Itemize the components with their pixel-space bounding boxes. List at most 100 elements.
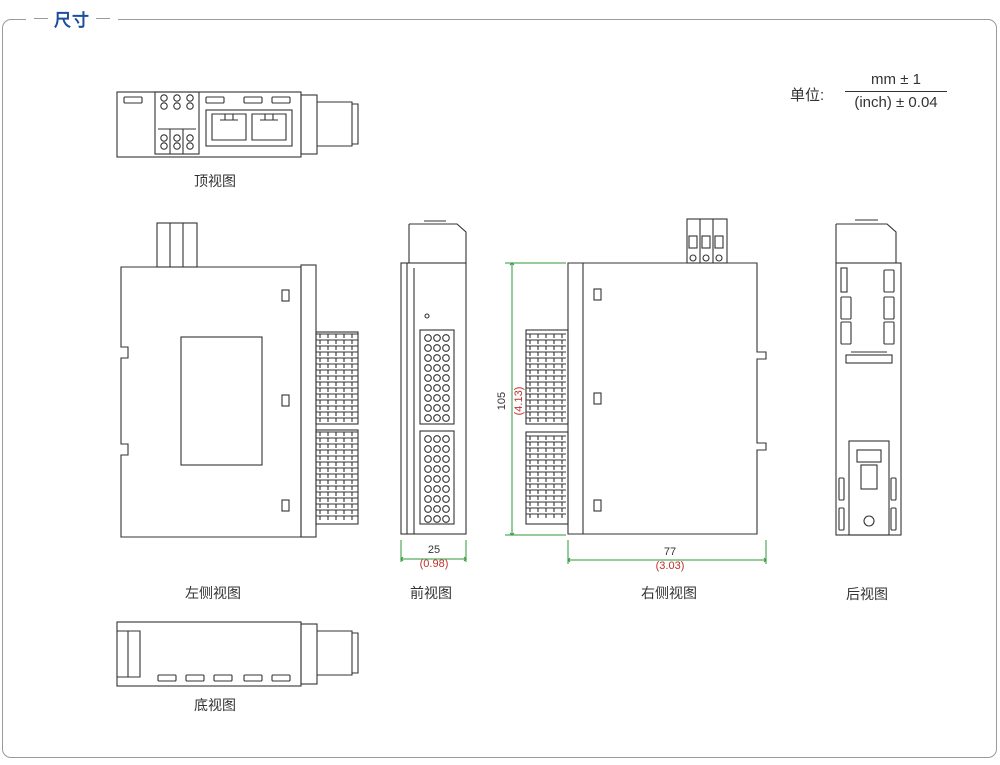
vent-slot <box>157 674 177 682</box>
connector-pin <box>442 505 450 513</box>
top-view-body <box>116 91 302 158</box>
terminal-screws <box>688 235 724 262</box>
bottom-view-latch <box>117 630 141 678</box>
rj45-port-2 <box>251 113 287 141</box>
heat-fin <box>316 333 358 338</box>
terminal-screw <box>160 94 168 102</box>
bottom-view-clip <box>317 630 359 676</box>
clip-spring <box>860 464 878 490</box>
back-view <box>835 219 902 536</box>
connector-pin <box>424 414 432 422</box>
vent-slot <box>243 96 263 104</box>
unit-denominator: (inch) ± 0.04 <box>854 94 938 111</box>
heat-fin <box>316 515 358 520</box>
fin-block <box>315 331 359 425</box>
connector-pin <box>442 374 450 382</box>
vent-slot <box>883 296 895 320</box>
heat-fin <box>526 471 566 476</box>
terminal-screws <box>158 94 196 154</box>
led-indicator <box>424 313 430 319</box>
vent-slot <box>243 674 263 682</box>
heat-fin <box>316 375 358 380</box>
vent-slot <box>840 267 848 293</box>
connector-pin <box>442 435 450 443</box>
vent-slot <box>123 96 143 104</box>
heat-fin <box>526 495 566 500</box>
heat-fin <box>526 381 566 386</box>
fin-block <box>315 429 359 525</box>
heat-fin <box>316 339 358 344</box>
top-view <box>116 91 359 158</box>
connector-pin <box>424 404 432 412</box>
heat-fin <box>316 443 358 448</box>
right-view-label: 右侧视图 <box>641 585 697 601</box>
connector-pin <box>433 414 441 422</box>
connector-pin <box>433 344 441 352</box>
connector-pin <box>433 475 441 483</box>
front-view-edge <box>406 263 415 534</box>
heat-fin <box>316 431 358 436</box>
rj45-housing <box>205 109 293 147</box>
header-divider <box>96 17 110 19</box>
left-view-body <box>120 266 302 538</box>
heat-fin <box>316 393 358 398</box>
connector-pin <box>424 515 432 523</box>
heat-fin <box>526 393 566 398</box>
connector-pin <box>433 515 441 523</box>
clip-slot <box>890 507 897 531</box>
fin-block <box>525 431 569 525</box>
section-header: 尺寸 <box>26 6 118 30</box>
vent-slot <box>271 96 291 104</box>
heat-fin <box>526 435 566 440</box>
terminal-socket <box>688 235 698 249</box>
right-view-body <box>567 262 767 535</box>
rj45-port-1 <box>211 113 247 141</box>
heat-fin <box>526 483 566 488</box>
connector-pin <box>424 394 432 402</box>
front-connector-upper <box>419 329 455 425</box>
right-view-terminal <box>686 218 728 264</box>
heat-fin <box>316 455 358 460</box>
heat-fin <box>526 333 566 338</box>
connector-pin <box>433 334 441 342</box>
depth-inch: (3.03) <box>655 560 685 572</box>
connector-pin <box>433 384 441 392</box>
terminal-divider <box>158 128 196 154</box>
connector-pin <box>442 414 450 422</box>
heat-fin <box>316 449 358 454</box>
connector-pin <box>442 465 450 473</box>
heat-fin <box>316 369 358 374</box>
connector-pin <box>424 354 432 362</box>
connector-pin <box>433 485 441 493</box>
heat-fin <box>526 363 566 368</box>
connector-pin <box>433 374 441 382</box>
clip-release-tab <box>856 449 882 463</box>
terminal-screw <box>160 142 168 150</box>
connector-pin <box>424 505 432 513</box>
terminal-screw <box>173 134 181 142</box>
connector-pin <box>433 445 441 453</box>
heat-fin <box>526 447 566 452</box>
front-view-body <box>400 262 467 535</box>
vent-slot <box>213 674 233 682</box>
connector-pin <box>433 354 441 362</box>
depth-mm: 77 <box>663 546 677 558</box>
front-connector-lower <box>419 430 455 525</box>
height-dimension-line <box>505 262 566 536</box>
heat-fin <box>316 509 358 514</box>
heat-fin <box>526 387 566 392</box>
connector-pin <box>442 495 450 503</box>
connector-pin <box>424 445 432 453</box>
connector-pin <box>442 364 450 372</box>
height-mm: 105 <box>496 391 508 411</box>
clip-slot <box>838 477 845 501</box>
connector-pin <box>442 455 450 463</box>
connector-pin <box>442 445 450 453</box>
terminal-screw <box>173 142 181 150</box>
connector-pin <box>433 435 441 443</box>
vent-slot <box>883 269 895 293</box>
heat-fin <box>316 491 358 496</box>
top-view-rail <box>300 94 318 155</box>
clip-screw-hole <box>863 515 875 527</box>
